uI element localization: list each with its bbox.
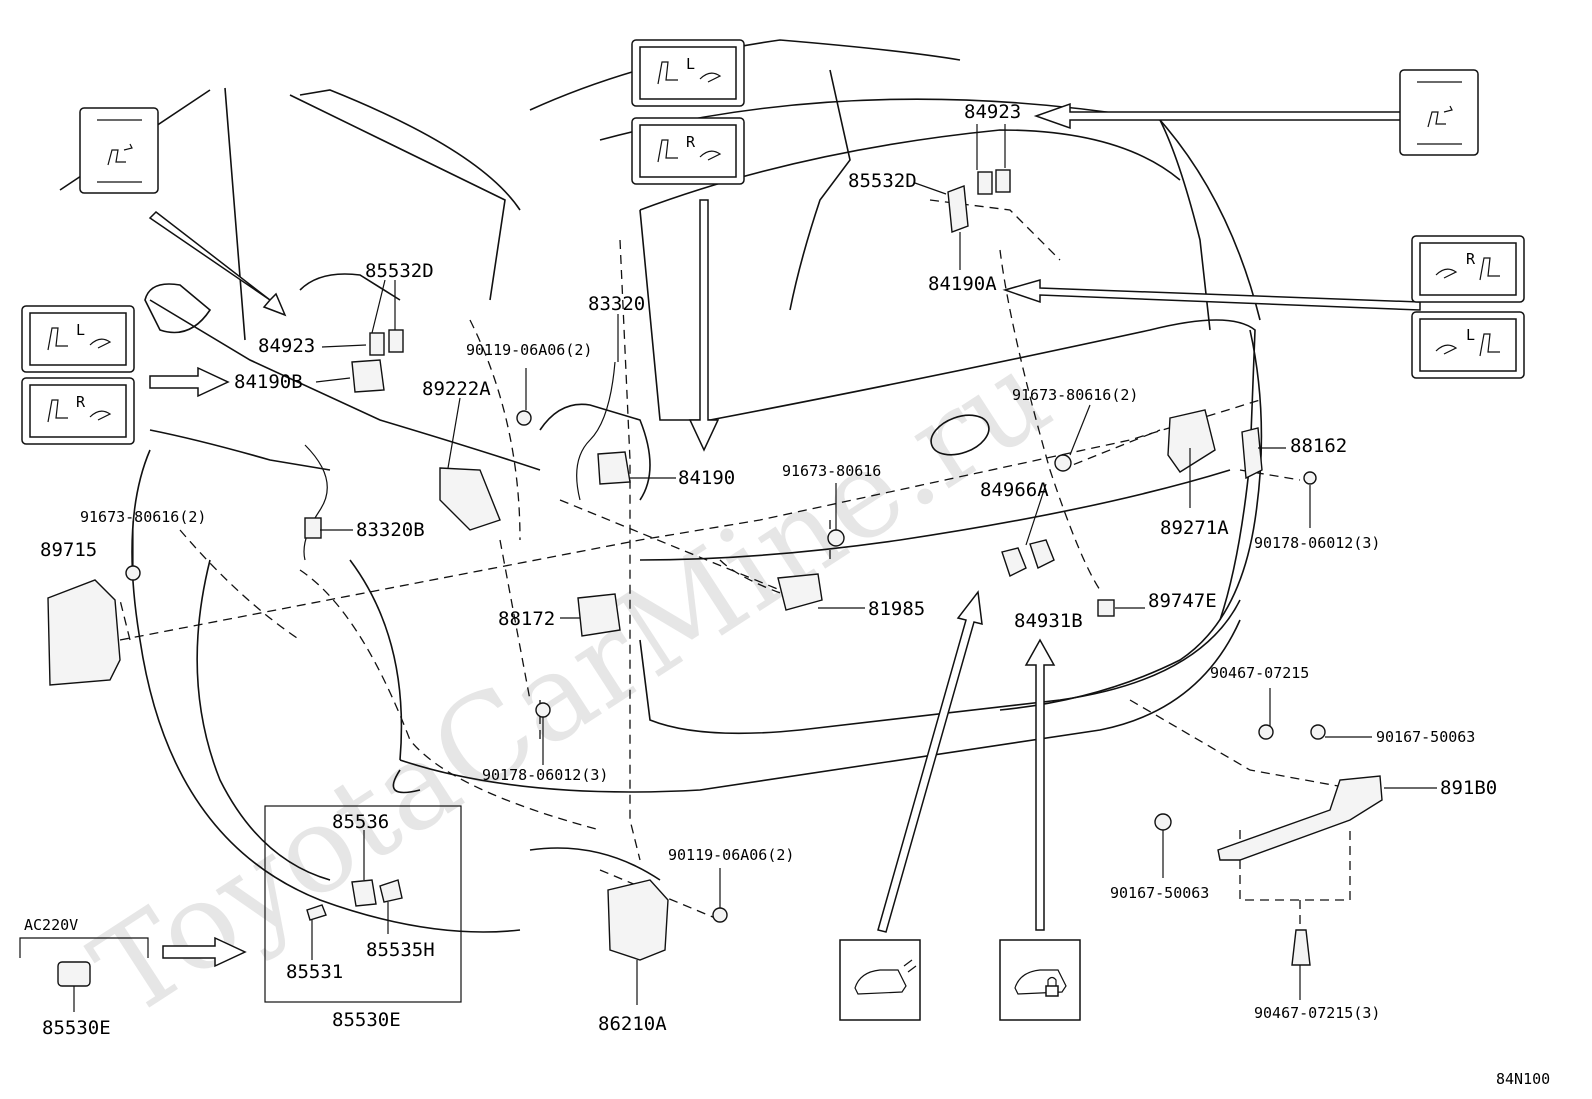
label-ac220v: AC220V bbox=[24, 916, 78, 934]
arrows bbox=[148, 102, 1421, 968]
label-90167-50063-bottom: 90167-50063 bbox=[1110, 884, 1209, 902]
diagram-code: 84N100 bbox=[1496, 1070, 1550, 1088]
label-85530e-outlet: 85530E bbox=[42, 1017, 111, 1039]
label-89271a: 89271A bbox=[1160, 517, 1229, 539]
ac220v-bracket bbox=[19, 937, 149, 958]
label-81985: 81985 bbox=[868, 598, 925, 620]
label-91673-80616-2-right: 91673-80616(2) bbox=[1012, 386, 1138, 404]
label-89222a: 89222A bbox=[422, 378, 491, 400]
outlet-assembly-box bbox=[264, 805, 462, 1003]
seat-switch-icon-right-l: L bbox=[1411, 311, 1525, 379]
tailgate-lock-icon bbox=[999, 939, 1081, 1021]
seat-switch-icon-top-right bbox=[1399, 69, 1479, 156]
label-84923-left: 84923 bbox=[258, 335, 315, 357]
seat-switch-icon-center-l: L bbox=[631, 39, 745, 107]
label-86210a: 86210A bbox=[598, 1013, 667, 1035]
icon-letter-r: R bbox=[686, 133, 696, 151]
leader-lines bbox=[73, 124, 1437, 1012]
label-89715: 89715 bbox=[40, 539, 97, 561]
label-84931b: 84931B bbox=[1014, 610, 1083, 632]
label-88172: 88172 bbox=[498, 608, 555, 630]
icon-letter-l: L bbox=[686, 55, 695, 73]
arrow-to-84923-left bbox=[148, 211, 287, 317]
label-90467-07215-3: 90467-07215(3) bbox=[1254, 1004, 1380, 1022]
label-85536: 85536 bbox=[332, 811, 389, 833]
label-90467-07215: 90467-07215 bbox=[1210, 664, 1309, 682]
arrow-to-84190a bbox=[1002, 279, 1421, 311]
arrow-to-84966a bbox=[877, 590, 983, 933]
arrow-to-84923-right bbox=[1033, 102, 1406, 130]
label-85530e-box: 85530E bbox=[332, 1009, 401, 1031]
label-84190b: 84190B bbox=[234, 371, 303, 393]
label-89747e: 89747E bbox=[1148, 590, 1217, 612]
watermark: ToyotaCarMine.ru bbox=[70, 325, 1073, 1044]
label-83320: 83320 bbox=[588, 293, 645, 315]
label-91673-80616-2-left: 91673-80616(2) bbox=[80, 508, 206, 526]
vehicle-body-outline bbox=[59, 39, 1263, 933]
label-91673-80616: 91673-80616 bbox=[782, 462, 881, 480]
label-84966a: 84966A bbox=[980, 479, 1049, 501]
label-84190a: 84190A bbox=[928, 273, 997, 295]
label-84190: 84190 bbox=[678, 467, 735, 489]
tailgate-open-icon bbox=[839, 939, 921, 1021]
icon-letter-l: L bbox=[1466, 326, 1475, 344]
icon-letter-l: L bbox=[76, 321, 85, 339]
seat-switch-icon-top-left bbox=[79, 107, 159, 194]
part-shapes bbox=[47, 169, 1383, 987]
arrow-to-84190 bbox=[688, 199, 720, 452]
icon-letter-r: R bbox=[76, 393, 86, 411]
arrow-to-85530e-box bbox=[162, 936, 247, 968]
arrow-to-84190b bbox=[149, 366, 230, 398]
arrow-to-84931b bbox=[1024, 638, 1056, 931]
icon-letter-r: R bbox=[1466, 250, 1476, 268]
label-85531: 85531 bbox=[286, 961, 343, 983]
seat-switch-icon-center-r: R bbox=[631, 117, 745, 185]
label-90119-06a06-2-top: 90119-06A06(2) bbox=[466, 341, 592, 359]
part-labels: 84923 85532D 84190A 85532D 84923 84190B … bbox=[24, 101, 1550, 1088]
label-90167-50063-right: 90167-50063 bbox=[1376, 728, 1475, 746]
label-85532d-left: 85532D bbox=[365, 260, 434, 282]
label-90178-06012-3-bottom: 90178-06012(3) bbox=[482, 766, 608, 784]
label-84923-top: 84923 bbox=[964, 101, 1021, 123]
label-85532d-top: 85532D bbox=[848, 170, 917, 192]
label-88162: 88162 bbox=[1290, 435, 1347, 457]
seat-switch-icon-left-r: R bbox=[21, 377, 135, 445]
seat-switch-icon-left-l: L bbox=[21, 305, 135, 373]
seat-switch-icon-right-r: R bbox=[1411, 235, 1525, 303]
label-90178-06012-3-right: 90178-06012(3) bbox=[1254, 534, 1380, 552]
label-83320b: 83320B bbox=[356, 519, 425, 541]
label-90119-06a06-2-bottom: 90119-06A06(2) bbox=[668, 846, 794, 864]
label-85535h: 85535H bbox=[366, 939, 435, 961]
label-891b0: 891B0 bbox=[1440, 777, 1497, 799]
